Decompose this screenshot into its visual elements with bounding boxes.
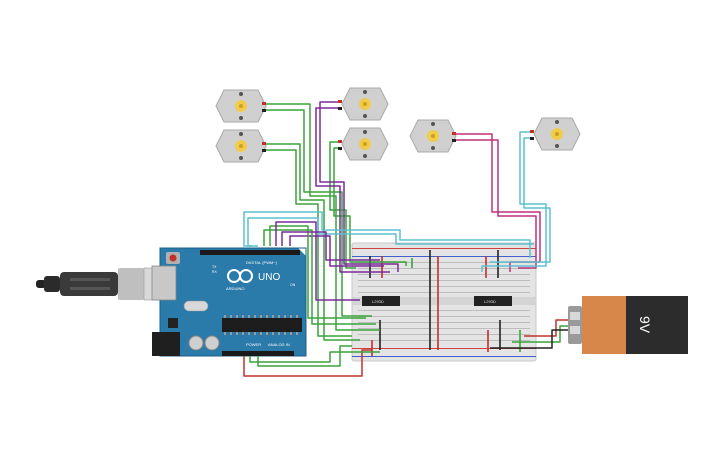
- board-brand: UNO: [258, 272, 280, 283]
- dc-motor-icon[interactable]: [341, 127, 389, 161]
- power-header-label: POWER: [246, 342, 261, 347]
- rx-label: RX: [212, 270, 218, 274]
- breadboard[interactable]: [351, 242, 537, 362]
- driver-chip-left[interactable]: L293D: [362, 296, 400, 306]
- board-logo-text: ARDUINO: [226, 286, 244, 291]
- chip-label-right: L293D: [484, 299, 496, 304]
- chip-label-left: L293D: [372, 299, 384, 304]
- atmega-chip: [222, 318, 302, 332]
- power-analog-header[interactable]: [222, 351, 294, 356]
- battery-icon[interactable]: 9V: [568, 296, 688, 354]
- battery-label: 9V: [637, 316, 653, 334]
- dc-motor-icon[interactable]: [341, 87, 389, 121]
- dc-motor-icon[interactable]: [409, 119, 457, 153]
- analog-header-label: ANALOG IN: [268, 342, 290, 347]
- arduino-uno-board[interactable]: UNO ARDUINO DIGITAL (PWM~) POWER ANALOG …: [151, 247, 307, 357]
- tx-label: TX: [212, 265, 217, 269]
- power-jack: [152, 332, 180, 356]
- dc-motor-icon[interactable]: [215, 89, 267, 123]
- driver-chip-right[interactable]: L293D: [474, 296, 512, 306]
- dc-motor-icon[interactable]: [533, 117, 581, 151]
- arduino-logo-icon: [227, 269, 253, 283]
- usb-cable-icon[interactable]: [36, 267, 165, 301]
- wire-harness[interactable]: [243, 101, 574, 377]
- usb-jack: [151, 265, 177, 301]
- breadboard-jumpers: [369, 250, 521, 356]
- motor-terminals: [262, 100, 534, 152]
- digital-header-label: DIGITAL (PWM~): [246, 260, 278, 265]
- dc-motor-icon[interactable]: [215, 129, 267, 163]
- on-label: ON: [290, 283, 296, 287]
- digital-header[interactable]: [200, 250, 300, 255]
